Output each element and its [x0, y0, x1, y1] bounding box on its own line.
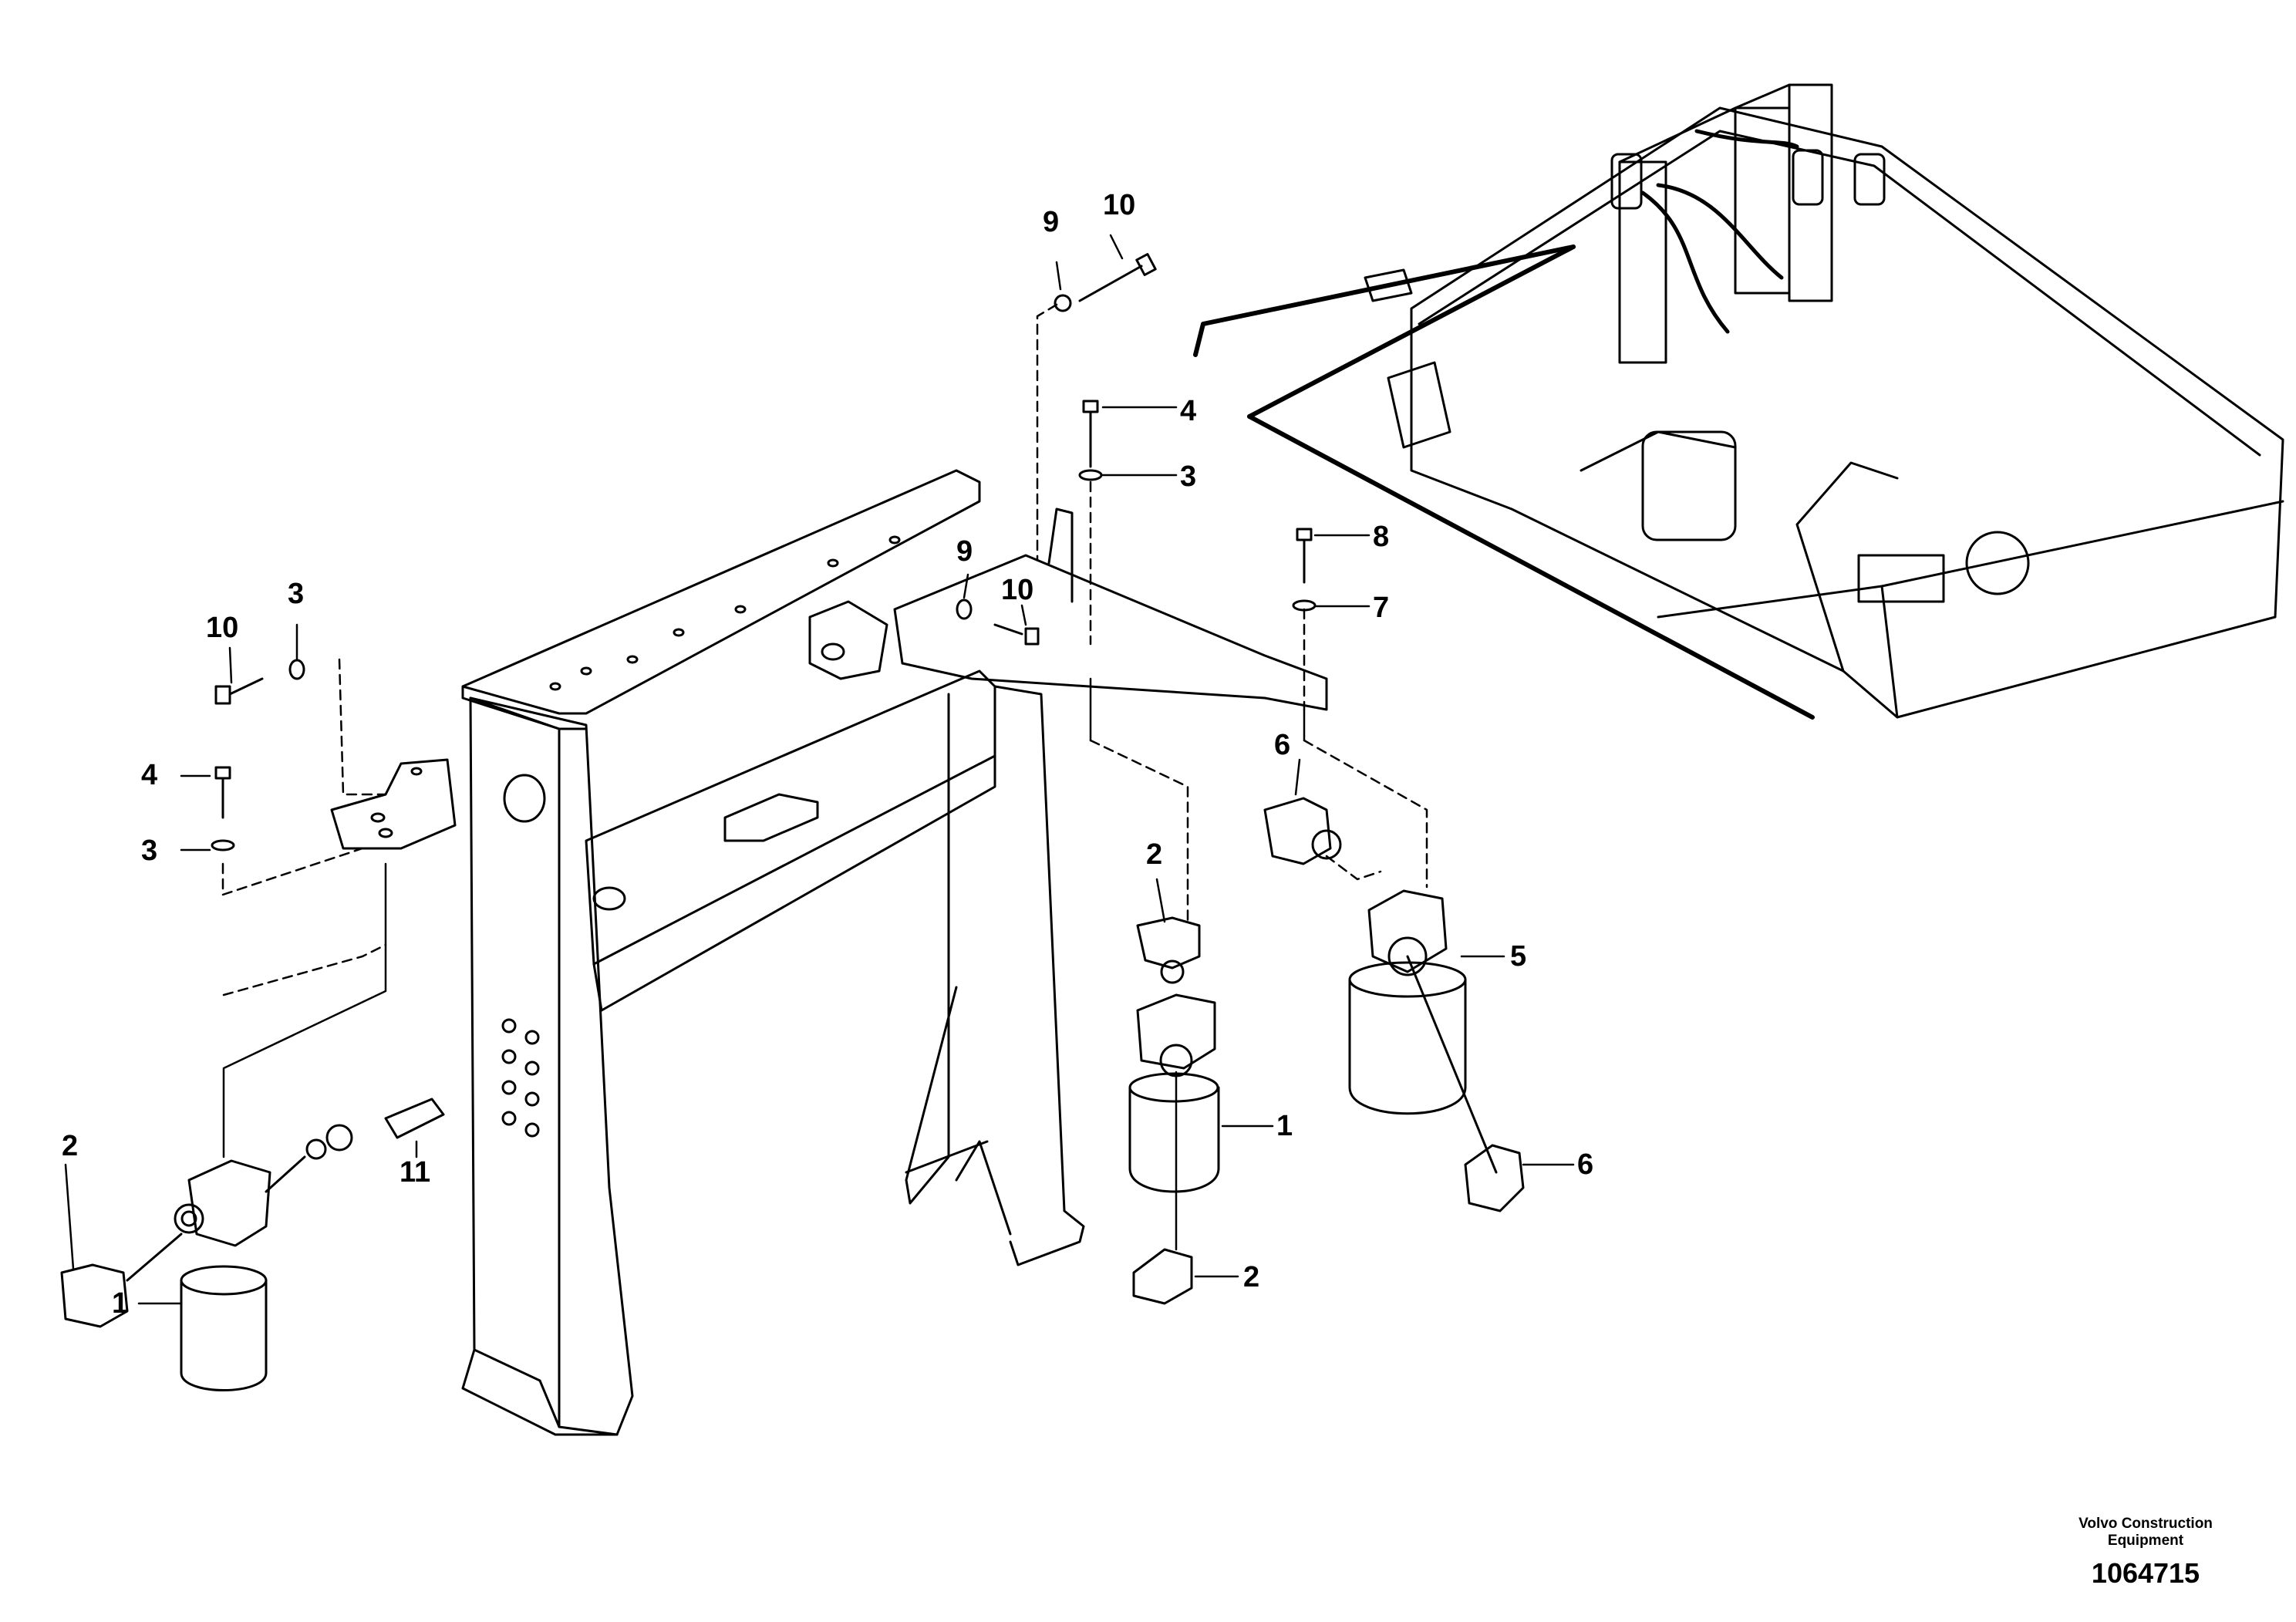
elbow-fitting: [1132, 1248, 1193, 1305]
callout-1: 1: [112, 1287, 128, 1320]
document-number: 1064715: [2091, 1557, 2200, 1589]
callout-10: 10: [206, 612, 238, 644]
callout-3: 3: [1180, 460, 1196, 493]
callout-8: 8: [1373, 521, 1389, 553]
callout-5: 5: [1510, 940, 1526, 973]
inset-filter: [1610, 153, 1643, 210]
callout-2: 2: [1146, 838, 1162, 871]
elbow-fitting: [60, 1263, 129, 1328]
callout-10: 10: [1103, 189, 1135, 221]
callout-6: 6: [1577, 1148, 1593, 1181]
callout-7: 7: [1373, 592, 1389, 624]
callout-4: 4: [141, 759, 157, 791]
callout-3: 3: [288, 578, 304, 610]
assembly-lines: [221, 303, 1428, 1251]
callout-11: 11: [400, 1156, 430, 1189]
callout-1: 1: [1276, 1110, 1293, 1142]
filter-right: [1263, 797, 1525, 1212]
callouts: 10 9 4 3 8 7 9 10 10 3 4 3 6 2 5 1 6 2 2…: [62, 189, 1593, 1320]
inset-bracket: [1641, 430, 1737, 541]
machine-overview-inset: [1193, 83, 2284, 720]
adapter-fitting: [384, 1098, 445, 1139]
inset-plate: [1857, 554, 1945, 603]
callout-9: 9: [956, 535, 973, 568]
callout-6: 6: [1274, 729, 1290, 761]
elbow-fitting: [1136, 916, 1201, 969]
callout-3: 3: [141, 835, 157, 867]
inset-filter: [1853, 153, 1886, 206]
manufacturer-name: Volvo Construction Equipment: [2079, 1516, 2213, 1549]
callout-10: 10: [1001, 574, 1033, 606]
support-frame: [461, 469, 1328, 1436]
leader-lines: [64, 234, 1575, 1305]
callout-2: 2: [62, 1130, 78, 1162]
callout-9: 9: [1043, 206, 1059, 238]
fasteners: [211, 253, 1317, 851]
elbow-fitting: [1464, 1144, 1525, 1212]
inset-filter: [1792, 149, 1824, 206]
footer: Volvo Construction Equipment 1064715: [2061, 1516, 2230, 1590]
callout-2: 2: [1243, 1261, 1259, 1293]
guide-lines: [222, 677, 1306, 1158]
elbow-fitting: [1263, 797, 1332, 865]
callout-4: 4: [1180, 395, 1196, 427]
left-bracket: [330, 758, 457, 850]
filter-left: [60, 1098, 445, 1391]
filter-middle: [1128, 916, 1220, 1305]
